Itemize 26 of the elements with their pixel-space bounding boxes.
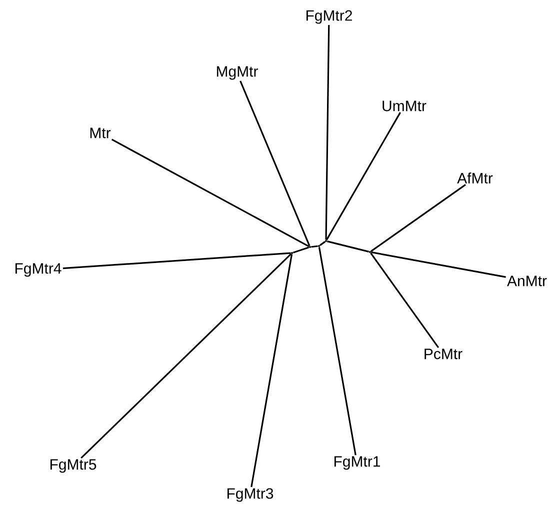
tree-branch: [370, 252, 440, 348]
taxon-label: AfMtr: [457, 172, 493, 184]
taxon-label: MgMtr: [216, 66, 258, 80]
tree-branch: [326, 240, 370, 252]
tree-branch: [111, 138, 310, 248]
taxon-label: FgMtr2: [306, 10, 352, 24]
taxon-label: AnMtr: [507, 276, 547, 286]
tree-branch: [311, 245, 318, 248]
tree-branch: [325, 24, 330, 240]
tree-branch: [318, 247, 356, 456]
tree-branch: [240, 80, 310, 246]
taxon-label: FgMtr1: [334, 456, 380, 470]
tree-branch: [62, 252, 291, 270]
taxon-label: PcMtr: [424, 348, 462, 360]
tree-branch: [371, 251, 506, 278]
taxon-label: Mtr: [90, 128, 111, 138]
taxon-label: FgMtr3: [227, 488, 274, 502]
taxon-label: FgMtr4: [15, 263, 62, 277]
tree-branch: [292, 246, 310, 254]
tree-branch: [326, 112, 401, 240]
tree-branch: [370, 184, 466, 252]
taxon-label: UmMtr: [382, 100, 426, 112]
tree-branch: [250, 254, 293, 488]
tree-branch: [80, 253, 292, 459]
taxon-label: FgMtr5: [50, 459, 96, 473]
tree-branch: [320, 241, 326, 246]
